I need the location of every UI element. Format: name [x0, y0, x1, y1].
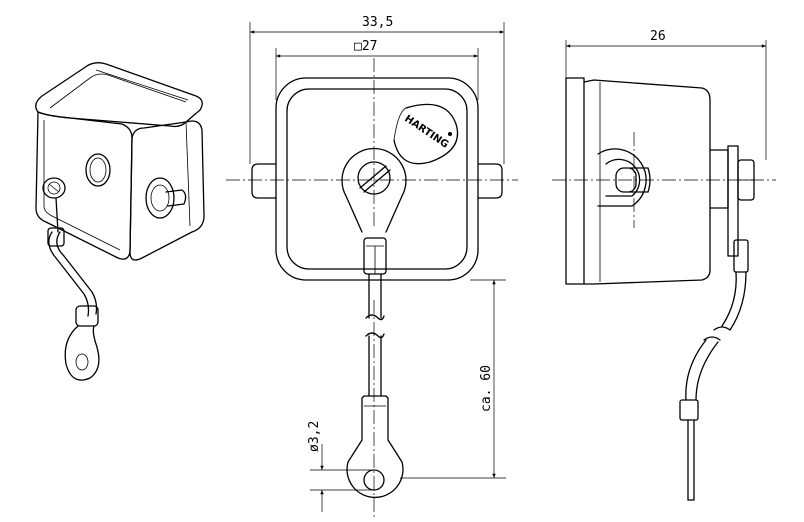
iso-harting-badge: [85, 153, 111, 187]
isometric-view: [35, 62, 205, 381]
dim-overall-width: 33,5: [362, 15, 393, 30]
front-dimensions: 33,5 □27 ca. 60 ø3,2: [249, 15, 506, 512]
dim-square-size: □27: [354, 39, 377, 54]
dim-hole-diameter: ø3,2: [307, 421, 322, 452]
harting-logo: HARTING: [393, 103, 459, 165]
ring-terminal: [341, 147, 407, 233]
svg-text:HARTING: HARTING: [402, 113, 450, 150]
front-view: HARTING: [226, 58, 518, 520]
side-flange: [565, 77, 585, 285]
iso-right-face: [129, 120, 205, 261]
side-view: 26: [552, 29, 776, 501]
cable-eyelet: [346, 395, 404, 499]
housing-inner: [286, 88, 468, 270]
terminal-screw: [357, 161, 391, 195]
iso-eyelet: [64, 325, 100, 381]
eyelet-hole: [363, 469, 385, 491]
side-body: [583, 79, 711, 285]
dim-depth: 26: [650, 29, 666, 44]
dim-cable-length: ca. 60: [479, 365, 494, 412]
housing-outer: [275, 77, 479, 281]
